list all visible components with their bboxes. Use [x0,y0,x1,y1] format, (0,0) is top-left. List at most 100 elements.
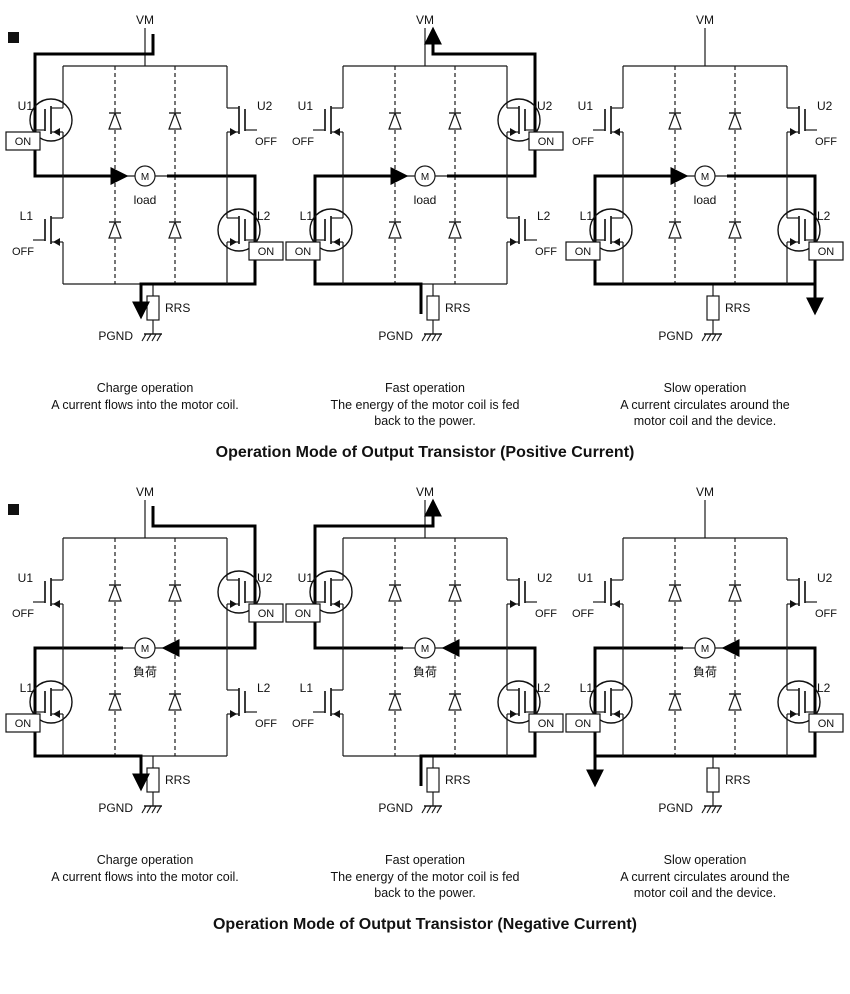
svg-text:M: M [701,172,709,183]
svg-text:U2: U2 [817,571,833,585]
svg-text:VM: VM [136,13,154,27]
caption-line: A current circulates around the [620,397,790,412]
svg-text:U1: U1 [18,99,34,113]
svg-text:U2: U2 [537,571,553,585]
caption-operation-name: Charge operation [96,381,194,395]
section-title-positive: Operation Mode of Output Transistor (Pos… [215,444,635,461]
caption-line: The energy of the motor coil is fed [330,397,520,412]
svg-text:PGND: PGND [98,801,133,815]
svg-text:ON: ON [818,246,835,258]
caption-line: A current flows into the motor coil. [51,397,239,412]
svg-text:U2: U2 [817,99,833,113]
svg-text:L1: L1 [580,681,594,695]
svg-text:M: M [421,172,429,183]
svg-text:load: load [414,193,437,207]
svg-text:RRS: RRS [445,301,470,315]
svg-text:U1: U1 [578,99,594,113]
svg-text:OFF: OFF [292,718,314,730]
svg-text:ON: ON [258,246,275,258]
svg-text:OFF: OFF [815,136,837,148]
caption-line: The energy of the motor coil is fed [330,869,520,884]
svg-text:L1: L1 [580,209,594,223]
svg-text:L2: L2 [257,209,271,223]
svg-text:負荷: 負荷 [133,665,157,679]
svg-text:U1: U1 [18,571,34,585]
caption-operation-name: Fast operation [385,853,465,867]
svg-text:OFF: OFF [12,608,34,620]
svg-text:M: M [421,644,429,655]
svg-text:OFF: OFF [572,608,594,620]
svg-text:ON: ON [15,718,32,730]
svg-text:U2: U2 [537,99,553,113]
svg-text:U2: U2 [257,571,273,585]
svg-text:RRS: RRS [165,773,190,787]
svg-text:OFF: OFF [535,608,557,620]
caption-line: A current circulates around the [620,869,790,884]
svg-text:RRS: RRS [725,773,750,787]
caption-line: back to the power. [374,886,476,900]
svg-text:負荷: 負荷 [693,665,717,679]
svg-text:load: load [694,193,717,207]
svg-text:U1: U1 [298,571,314,585]
svg-text:PGND: PGND [378,801,413,815]
circuit-caption: Slow operation A current circulates aroun… [620,852,790,906]
svg-text:ON: ON [575,718,592,730]
svg-text:L1: L1 [20,681,34,695]
svg-text:L2: L2 [537,681,551,695]
svg-text:VM: VM [416,485,434,499]
caption-line: motor coil and the device. [633,414,777,428]
svg-text:M: M [141,644,149,655]
svg-text:ON: ON [258,608,275,620]
svg-text:ON: ON [575,246,592,258]
svg-text:RRS: RRS [725,301,750,315]
svg-text:ON: ON [538,136,555,148]
svg-text:負荷: 負荷 [413,665,437,679]
svg-text:PGND: PGND [378,329,413,343]
svg-text:ON: ON [15,136,32,148]
svg-text:L2: L2 [817,681,831,695]
svg-text:OFF: OFF [255,136,277,148]
caption-line: motor coil and the device. [633,886,777,900]
svg-text:OFF: OFF [292,136,314,148]
svg-text:L2: L2 [257,681,271,695]
svg-text:OFF: OFF [255,718,277,730]
caption-operation-name: Slow operation [663,853,747,867]
svg-text:M: M [141,172,149,183]
svg-text:L1: L1 [300,681,314,695]
svg-text:PGND: PGND [98,329,133,343]
svg-text:U1: U1 [578,571,594,585]
caption-operation-name: Charge operation [96,853,194,867]
section-marker-icon [8,504,19,515]
svg-text:VM: VM [416,13,434,27]
svg-text:ON: ON [818,718,835,730]
svg-text:OFF: OFF [12,246,34,258]
svg-text:ON: ON [295,608,312,620]
section-title-negative: Operation Mode of Output Transistor (Neg… [212,916,638,933]
circuit-caption: Charge operation A current flows into the… [51,380,239,434]
svg-text:U1: U1 [298,99,314,113]
section-marker-icon [8,32,19,43]
svg-text:VM: VM [696,485,714,499]
svg-text:L2: L2 [817,209,831,223]
caption-line: back to the power. [374,414,476,428]
svg-text:VM: VM [696,13,714,27]
caption-line: A current flows into the motor coil. [51,869,239,884]
svg-text:load: load [134,193,157,207]
svg-text:L2: L2 [537,209,551,223]
